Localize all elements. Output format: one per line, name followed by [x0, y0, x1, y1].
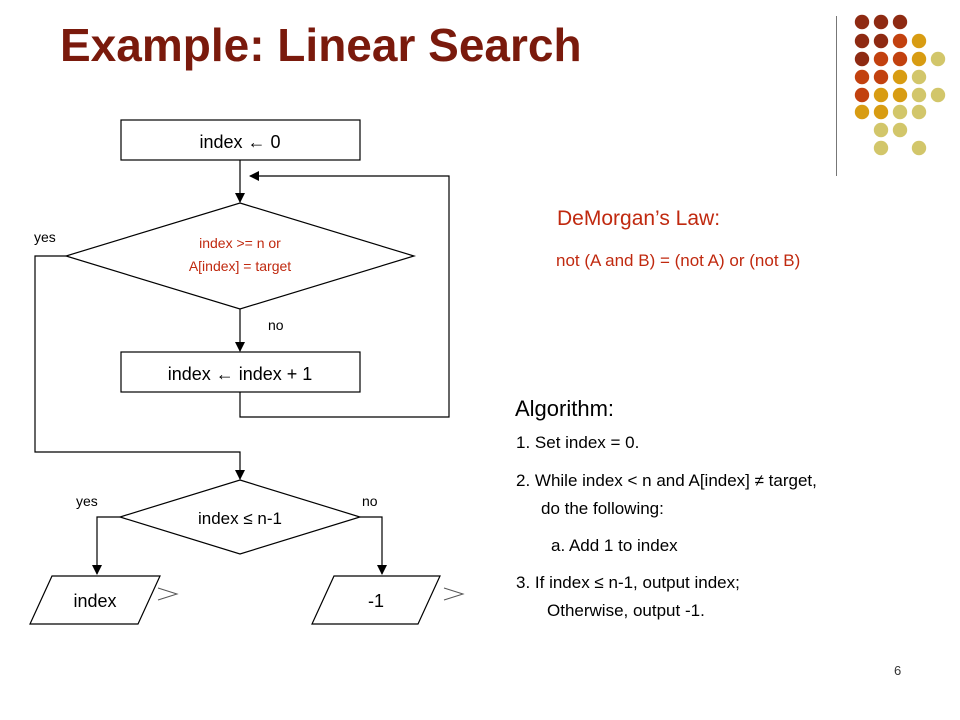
- decorative-dot: [873, 51, 889, 67]
- decorative-dot: [854, 87, 870, 103]
- loop-condition-line1: index >= n or: [199, 235, 281, 251]
- algorithm-step-3-line-1: 3. If index ≤ n-1, output index;: [516, 573, 740, 592]
- algorithm-title: Algorithm:: [515, 396, 615, 421]
- decorative-dot: [892, 51, 908, 67]
- no-branch-bottom-arrow: [360, 516, 387, 575]
- no-label-top: no: [268, 317, 284, 333]
- decorative-dot: [854, 104, 870, 120]
- algorithm-step-1: 1. Set index = 0.: [516, 433, 640, 452]
- loop-back-arrow: [239, 171, 450, 418]
- output-minus-one-parallelogram: [311, 575, 441, 625]
- algorithm-step-2a: a. Add 1 to index: [551, 536, 678, 555]
- decorative-dot: [854, 33, 870, 49]
- decorative-dot: [892, 87, 908, 103]
- decorative-dot: [892, 122, 908, 138]
- init-box: [120, 119, 361, 161]
- decorative-dot: [911, 69, 927, 85]
- decorative-dot: [873, 122, 889, 138]
- demorgan-expression: not (A and B) = (not A) or (not B): [556, 251, 801, 270]
- decorative-dot: [854, 14, 870, 30]
- output-index-out-arrow: [157, 587, 179, 601]
- algorithm-step-2-line-2: do the following:: [541, 499, 664, 518]
- algorithm-step-2-line-1: 2. While index < n and A[index] ≠ target…: [516, 471, 817, 490]
- final-condition-diamond: [117, 479, 363, 555]
- output-index-parallelogram: [29, 575, 161, 625]
- loop-condition-diamond: [63, 202, 417, 310]
- decorative-dot: [892, 14, 908, 30]
- increment-box-label: index ← index + 1: [168, 364, 313, 384]
- decorative-dot: [911, 33, 927, 49]
- slide-title: Example: Linear Search: [60, 19, 582, 71]
- title-divider-line: [836, 16, 837, 176]
- decorative-dot: [892, 69, 908, 85]
- decorative-dot: [873, 14, 889, 30]
- algorithm-step-3-line-2: Otherwise, output -1.: [547, 601, 705, 620]
- output-index-label: index: [73, 591, 116, 611]
- decorative-dot: [873, 104, 889, 120]
- yes-label-bottom: yes: [76, 493, 98, 509]
- final-condition-label: index ≤ n-1: [198, 509, 282, 528]
- init-box-label: index ← 0: [199, 132, 280, 152]
- yes-label-top: yes: [34, 229, 56, 245]
- decorative-dot: [930, 87, 946, 103]
- decorative-dot: [854, 69, 870, 85]
- demorgan-title: DeMorgan’s Law:: [557, 207, 721, 230]
- decorative-dot: [911, 51, 927, 67]
- decorative-dot: [892, 104, 908, 120]
- output-minus-one-out-arrow: [443, 587, 465, 601]
- page-number: 6: [894, 663, 902, 678]
- decorative-dot: [873, 69, 889, 85]
- decorative-dot: [873, 87, 889, 103]
- decorative-dot: [892, 33, 908, 49]
- decorative-dot: [930, 51, 946, 67]
- decorative-dot: [911, 104, 927, 120]
- decorative-dot: [873, 33, 889, 49]
- increment-box: [120, 351, 361, 393]
- yes-branch-arrow: [34, 255, 245, 480]
- decorative-dot: [854, 51, 870, 67]
- decorative-dot: [911, 140, 927, 156]
- yes-branch-bottom-arrow: [92, 516, 120, 575]
- decorative-dot: [911, 87, 927, 103]
- loop-condition-line2: A[index] = target: [189, 258, 291, 274]
- no-label-bottom: no: [362, 493, 378, 509]
- output-minus-one-label: -1: [368, 591, 384, 611]
- decorative-dot: [873, 140, 889, 156]
